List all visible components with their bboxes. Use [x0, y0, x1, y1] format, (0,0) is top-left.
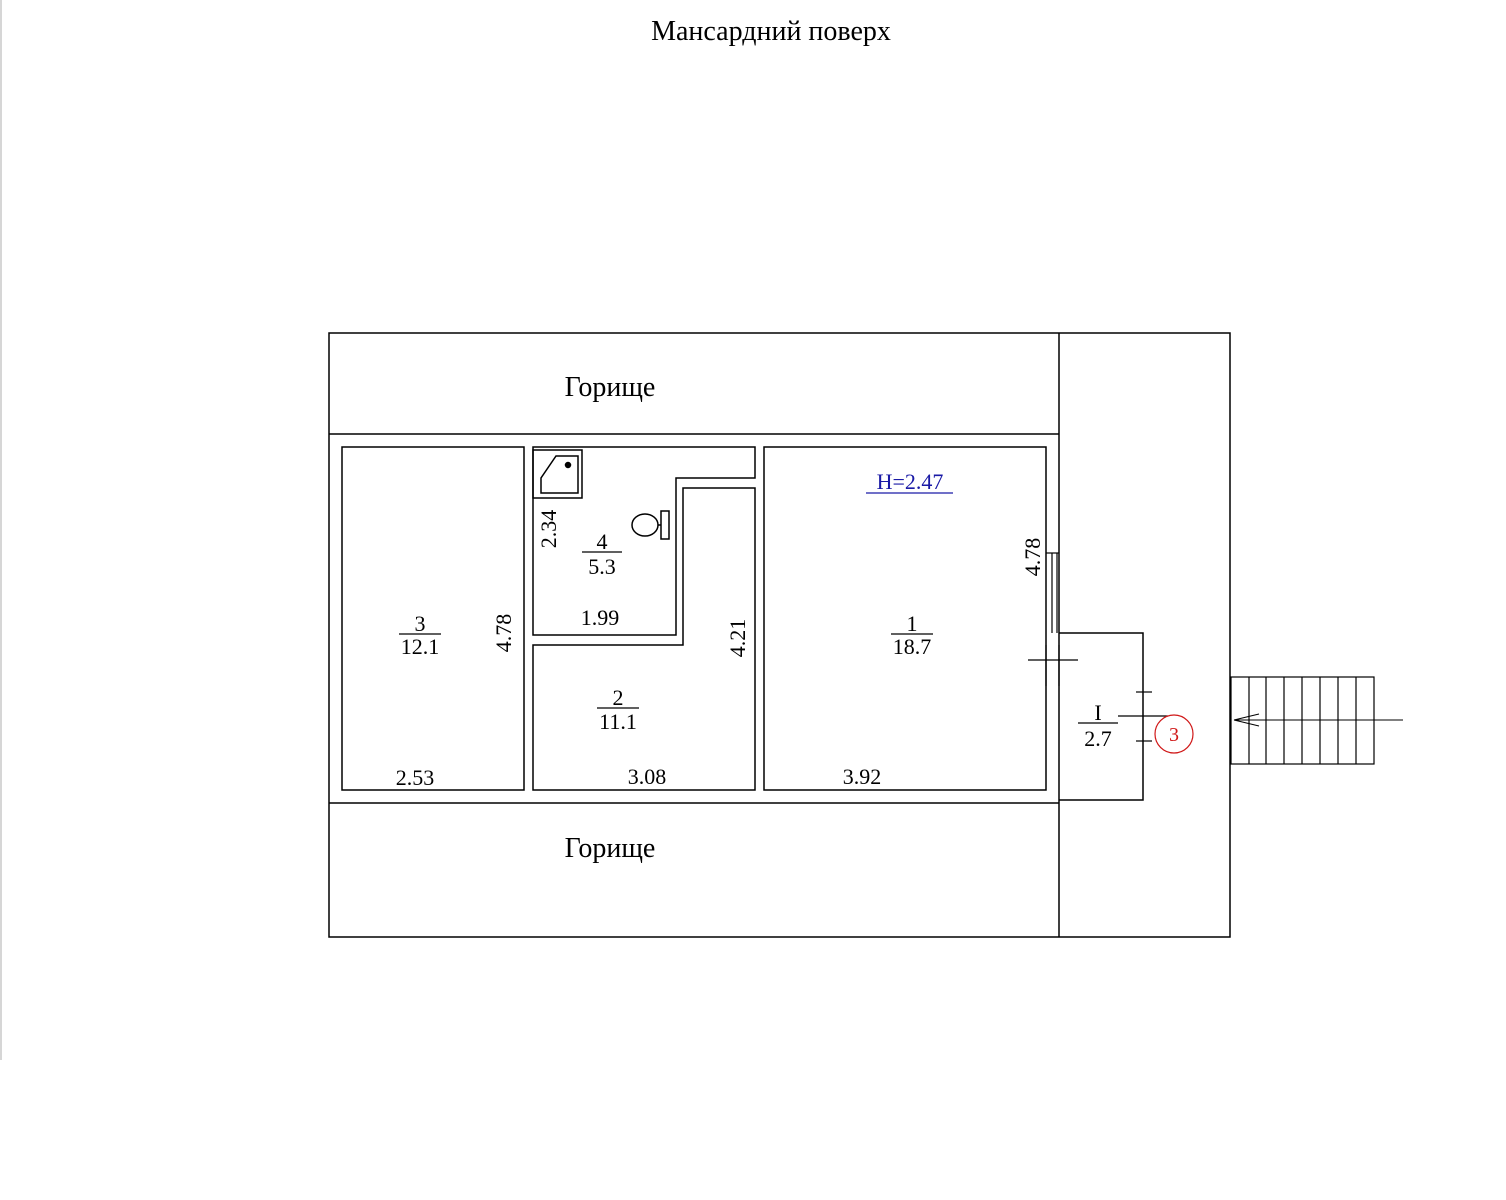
dim-room1-height: 4.78 — [1020, 538, 1045, 577]
room-2-label: 2 11.1 — [597, 685, 639, 734]
room-number: 1 — [907, 611, 918, 636]
room-number: 4 — [597, 529, 608, 554]
room-number: I — [1094, 700, 1101, 725]
entry-arrow-icon — [1233, 713, 1403, 727]
room-1-outline — [763, 446, 1047, 791]
room-1-label: 1 18.7 — [891, 611, 933, 659]
dim-room2-height: 4.21 — [725, 619, 750, 658]
page-title: Мансардний поверх — [651, 16, 891, 47]
dim-room1-width: 3.92 — [843, 764, 882, 789]
dim-room3-height: 4.78 — [491, 614, 516, 653]
room-number: 2 — [613, 685, 624, 710]
room-area: 18.7 — [893, 634, 932, 659]
section-marker: 3 — [1154, 714, 1194, 754]
toilet-icon — [631, 510, 670, 540]
room-walls — [341, 446, 1144, 801]
dim-room3-width: 2.53 — [396, 765, 435, 790]
room-area: 5.3 — [588, 554, 616, 579]
shower-icon — [532, 449, 583, 499]
ceiling-height-label: H=2.47 — [877, 469, 944, 494]
room-3-label: 3 12.1 — [399, 611, 441, 659]
dim-room4-height: 2.34 — [536, 510, 561, 549]
room-area: 11.1 — [599, 709, 637, 734]
attic-label-top: Горище — [565, 372, 656, 403]
vestibule-door — [1118, 691, 1168, 742]
dim-room4-width: 1.99 — [581, 605, 620, 630]
room-4-outline — [532, 446, 756, 636]
section-marker-number: 3 — [1169, 724, 1179, 746]
attic-label-bottom: Горище — [565, 833, 656, 864]
room-number: 3 — [415, 611, 426, 636]
room-area: 12.1 — [401, 634, 440, 659]
door-room-1 — [1028, 645, 1078, 686]
room-area: 2.7 — [1084, 726, 1112, 751]
window-room-1 — [1046, 552, 1059, 633]
building-outline — [328, 332, 1231, 938]
room-2-outline — [532, 487, 756, 791]
dim-room2-width: 3.08 — [628, 764, 667, 789]
room-3-outline — [341, 446, 525, 791]
room-I-label: I 2.7 — [1078, 700, 1118, 751]
room-4-label: 4 5.3 — [582, 529, 622, 579]
